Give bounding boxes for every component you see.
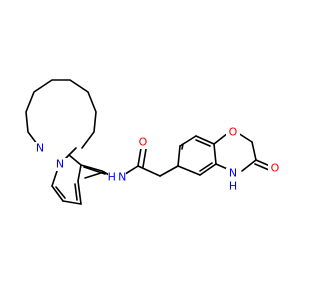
amide-linker (101, 147, 179, 177)
lactam-hydrogen-label: H (229, 180, 237, 193)
amide-oxygen-label: O (139, 136, 148, 149)
azocane-ring (25, 79, 97, 149)
lactam-nitrogen-label: N (229, 167, 237, 180)
pyridine-nitrogen-label: N (56, 158, 64, 171)
benzoxazinone-rings (177, 132, 271, 176)
amide-nitrogen-label: H N (108, 171, 127, 184)
pyridine-ring (51, 147, 106, 205)
lactam-oxygen-label: O (271, 162, 280, 175)
ring-oxygen-label: O (229, 126, 238, 139)
structure-canvas: N N H N O O O N H (25, 79, 280, 205)
molecule-drawing: N N H N O O O N H (25, 79, 280, 205)
azocane-nitrogen-label: N (36, 142, 44, 155)
